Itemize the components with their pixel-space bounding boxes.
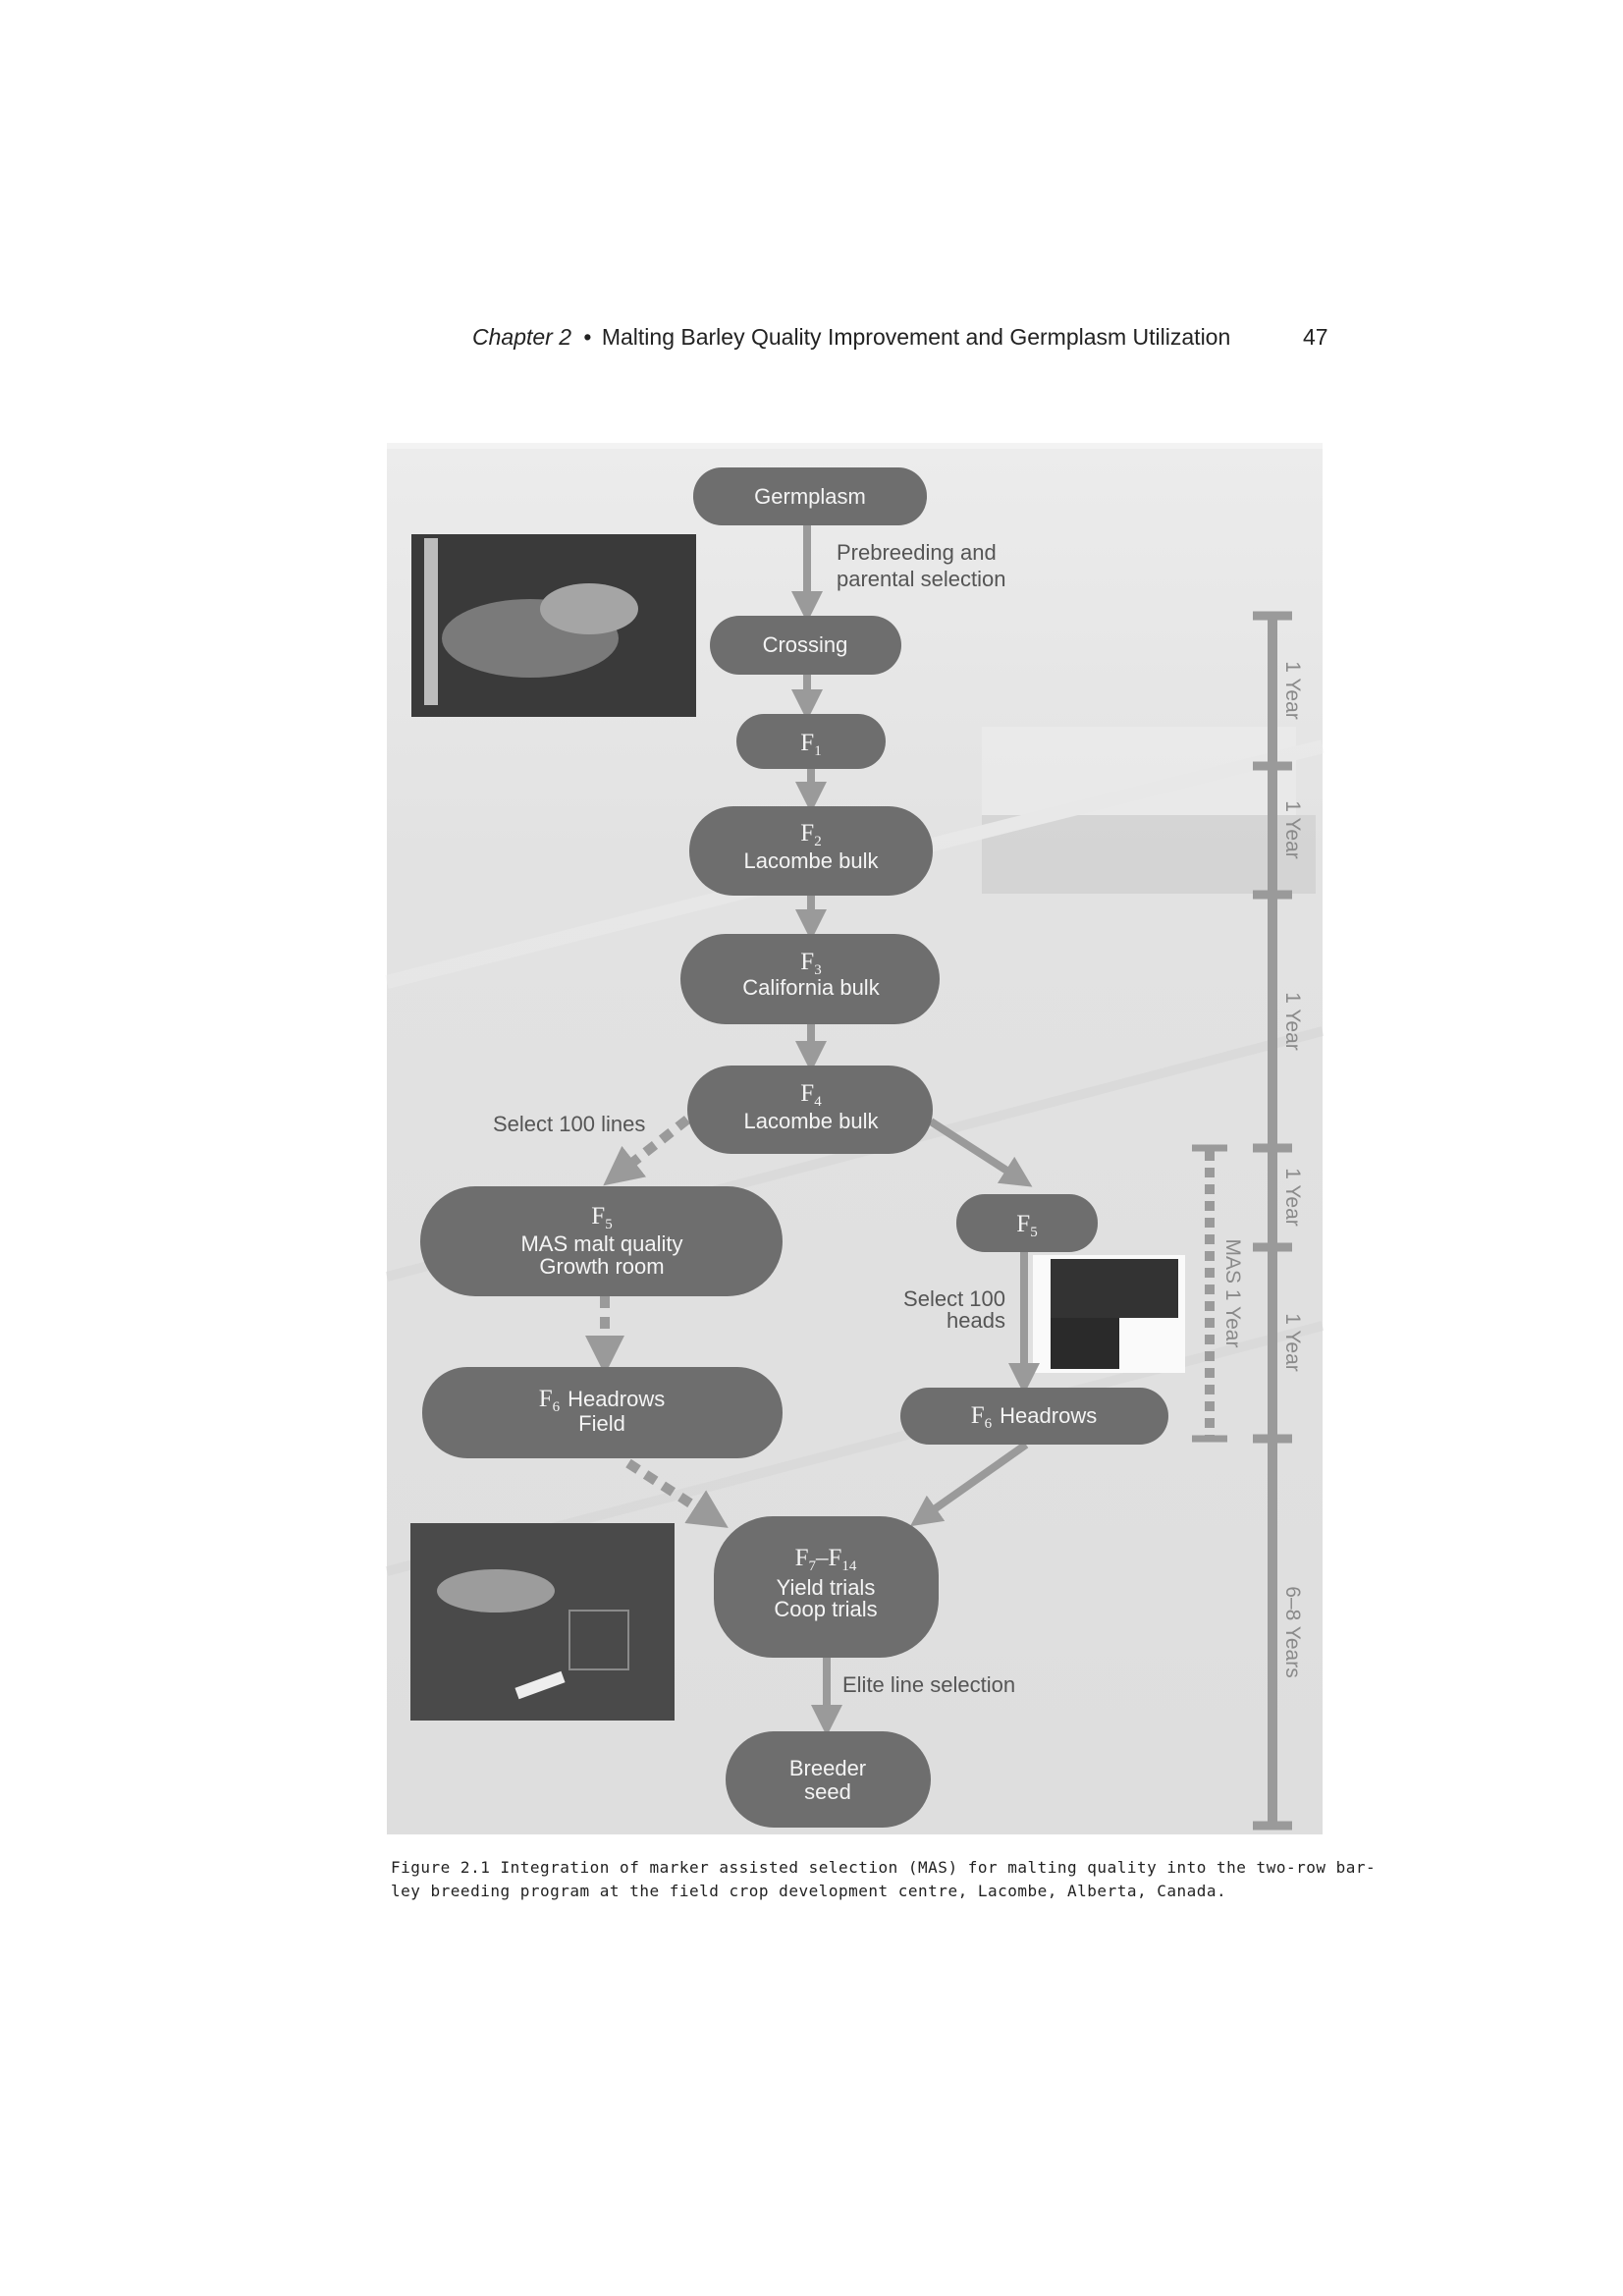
node-f5-mas-malt-quality: F5 MAS malt quality Growth room [420, 1186, 783, 1296]
node-f7-f14-trials: F7–F14 Yield trials Coop trials [714, 1516, 939, 1658]
node-germplasm: Germplasm [693, 467, 927, 525]
bullet: • [583, 324, 591, 350]
running-header: Chapter 2 • Malting Barley Quality Impro… [472, 324, 1328, 350]
timeline-label: 1 Year [1281, 661, 1304, 720]
photo-woman-field-plot [410, 1523, 675, 1721]
node-f4-lacombe-bulk: F4 Lacombe bulk [687, 1066, 933, 1154]
svg-text:California bulk: California bulk [742, 975, 880, 1000]
figure-top-border [387, 443, 1323, 449]
timeline-bar: 1 Year 1 Year 1 Year 1 Year 1 Year 6–8 Y… [1253, 611, 1304, 1831]
svg-text:Yield trials: Yield trials [777, 1575, 876, 1600]
node-f3-california-bulk: F3 California bulk [680, 934, 940, 1024]
figure-caption-line-1: Figure 2.1 Integration of marker assiste… [391, 1858, 1376, 1877]
chapter-label: Chapter 2 [472, 324, 571, 350]
flow-arrows [585, 525, 1040, 1736]
svg-text:F5: F5 [591, 1203, 612, 1232]
node-label: Crossing [763, 632, 848, 657]
label-parental-selection: parental selection [837, 567, 1005, 591]
svg-text:Growth room: Growth room [539, 1254, 664, 1279]
label-heads: heads [947, 1308, 1005, 1333]
svg-text:Field: Field [578, 1411, 625, 1436]
node-label: Germplasm [754, 484, 866, 509]
chapter-title: Malting Barley Quality Improvement and G… [602, 324, 1230, 350]
node-f1: F1 [736, 714, 886, 769]
label-select-100-heads: Select 100 [903, 1286, 1005, 1311]
svg-text:F5: F5 [1016, 1211, 1037, 1240]
gel-image [1033, 1255, 1185, 1373]
svg-text:F1: F1 [800, 730, 821, 759]
label-select-100-lines: Select 100 lines [493, 1112, 645, 1136]
label-elite-line-selection: Elite line selection [842, 1672, 1015, 1697]
svg-text:F7–F14: F7–F14 [795, 1545, 857, 1574]
node-f5-right: F5 [956, 1194, 1098, 1252]
mas-timeline-bar: MAS 1 Year [1192, 1144, 1244, 1443]
svg-text:Chapter 2 • Maltin: Chapter 2 • Malting Barley Quality Impro… [472, 324, 1230, 350]
node-f2-lacombe-bulk: F2 Lacombe bulk [689, 806, 933, 896]
timeline-label: 1 Year [1281, 1313, 1304, 1372]
svg-text:F3: F3 [800, 949, 821, 978]
mas-timeline-label: MAS 1 Year [1221, 1239, 1244, 1348]
svg-text:F4: F4 [800, 1080, 822, 1110]
svg-text:Lacombe bulk: Lacombe bulk [744, 1109, 880, 1133]
photo-hand-crossing [411, 534, 696, 717]
svg-text:F2: F2 [800, 820, 821, 849]
svg-text:Breeder: Breeder [789, 1756, 866, 1780]
svg-text:MAS malt quality: MAS malt quality [520, 1231, 682, 1256]
timeline-label: 1 Year [1281, 800, 1304, 859]
node-breeder-seed: Breeder seed [726, 1731, 931, 1828]
timeline-label: 1 Year [1281, 1168, 1304, 1227]
svg-text:Lacombe bulk: Lacombe bulk [744, 848, 880, 873]
svg-text:seed: seed [804, 1779, 851, 1804]
node-crossing: Crossing [710, 616, 901, 675]
label-prebreeding: Prebreeding and [837, 540, 997, 565]
figure-caption-line-2: ley breeding program at the field crop d… [391, 1882, 1226, 1900]
timeline-label: 6–8 Years [1281, 1586, 1304, 1677]
page-number: 47 [1303, 324, 1328, 350]
timeline-label: 1 Year [1281, 992, 1304, 1051]
svg-text:Coop trials: Coop trials [774, 1597, 877, 1621]
